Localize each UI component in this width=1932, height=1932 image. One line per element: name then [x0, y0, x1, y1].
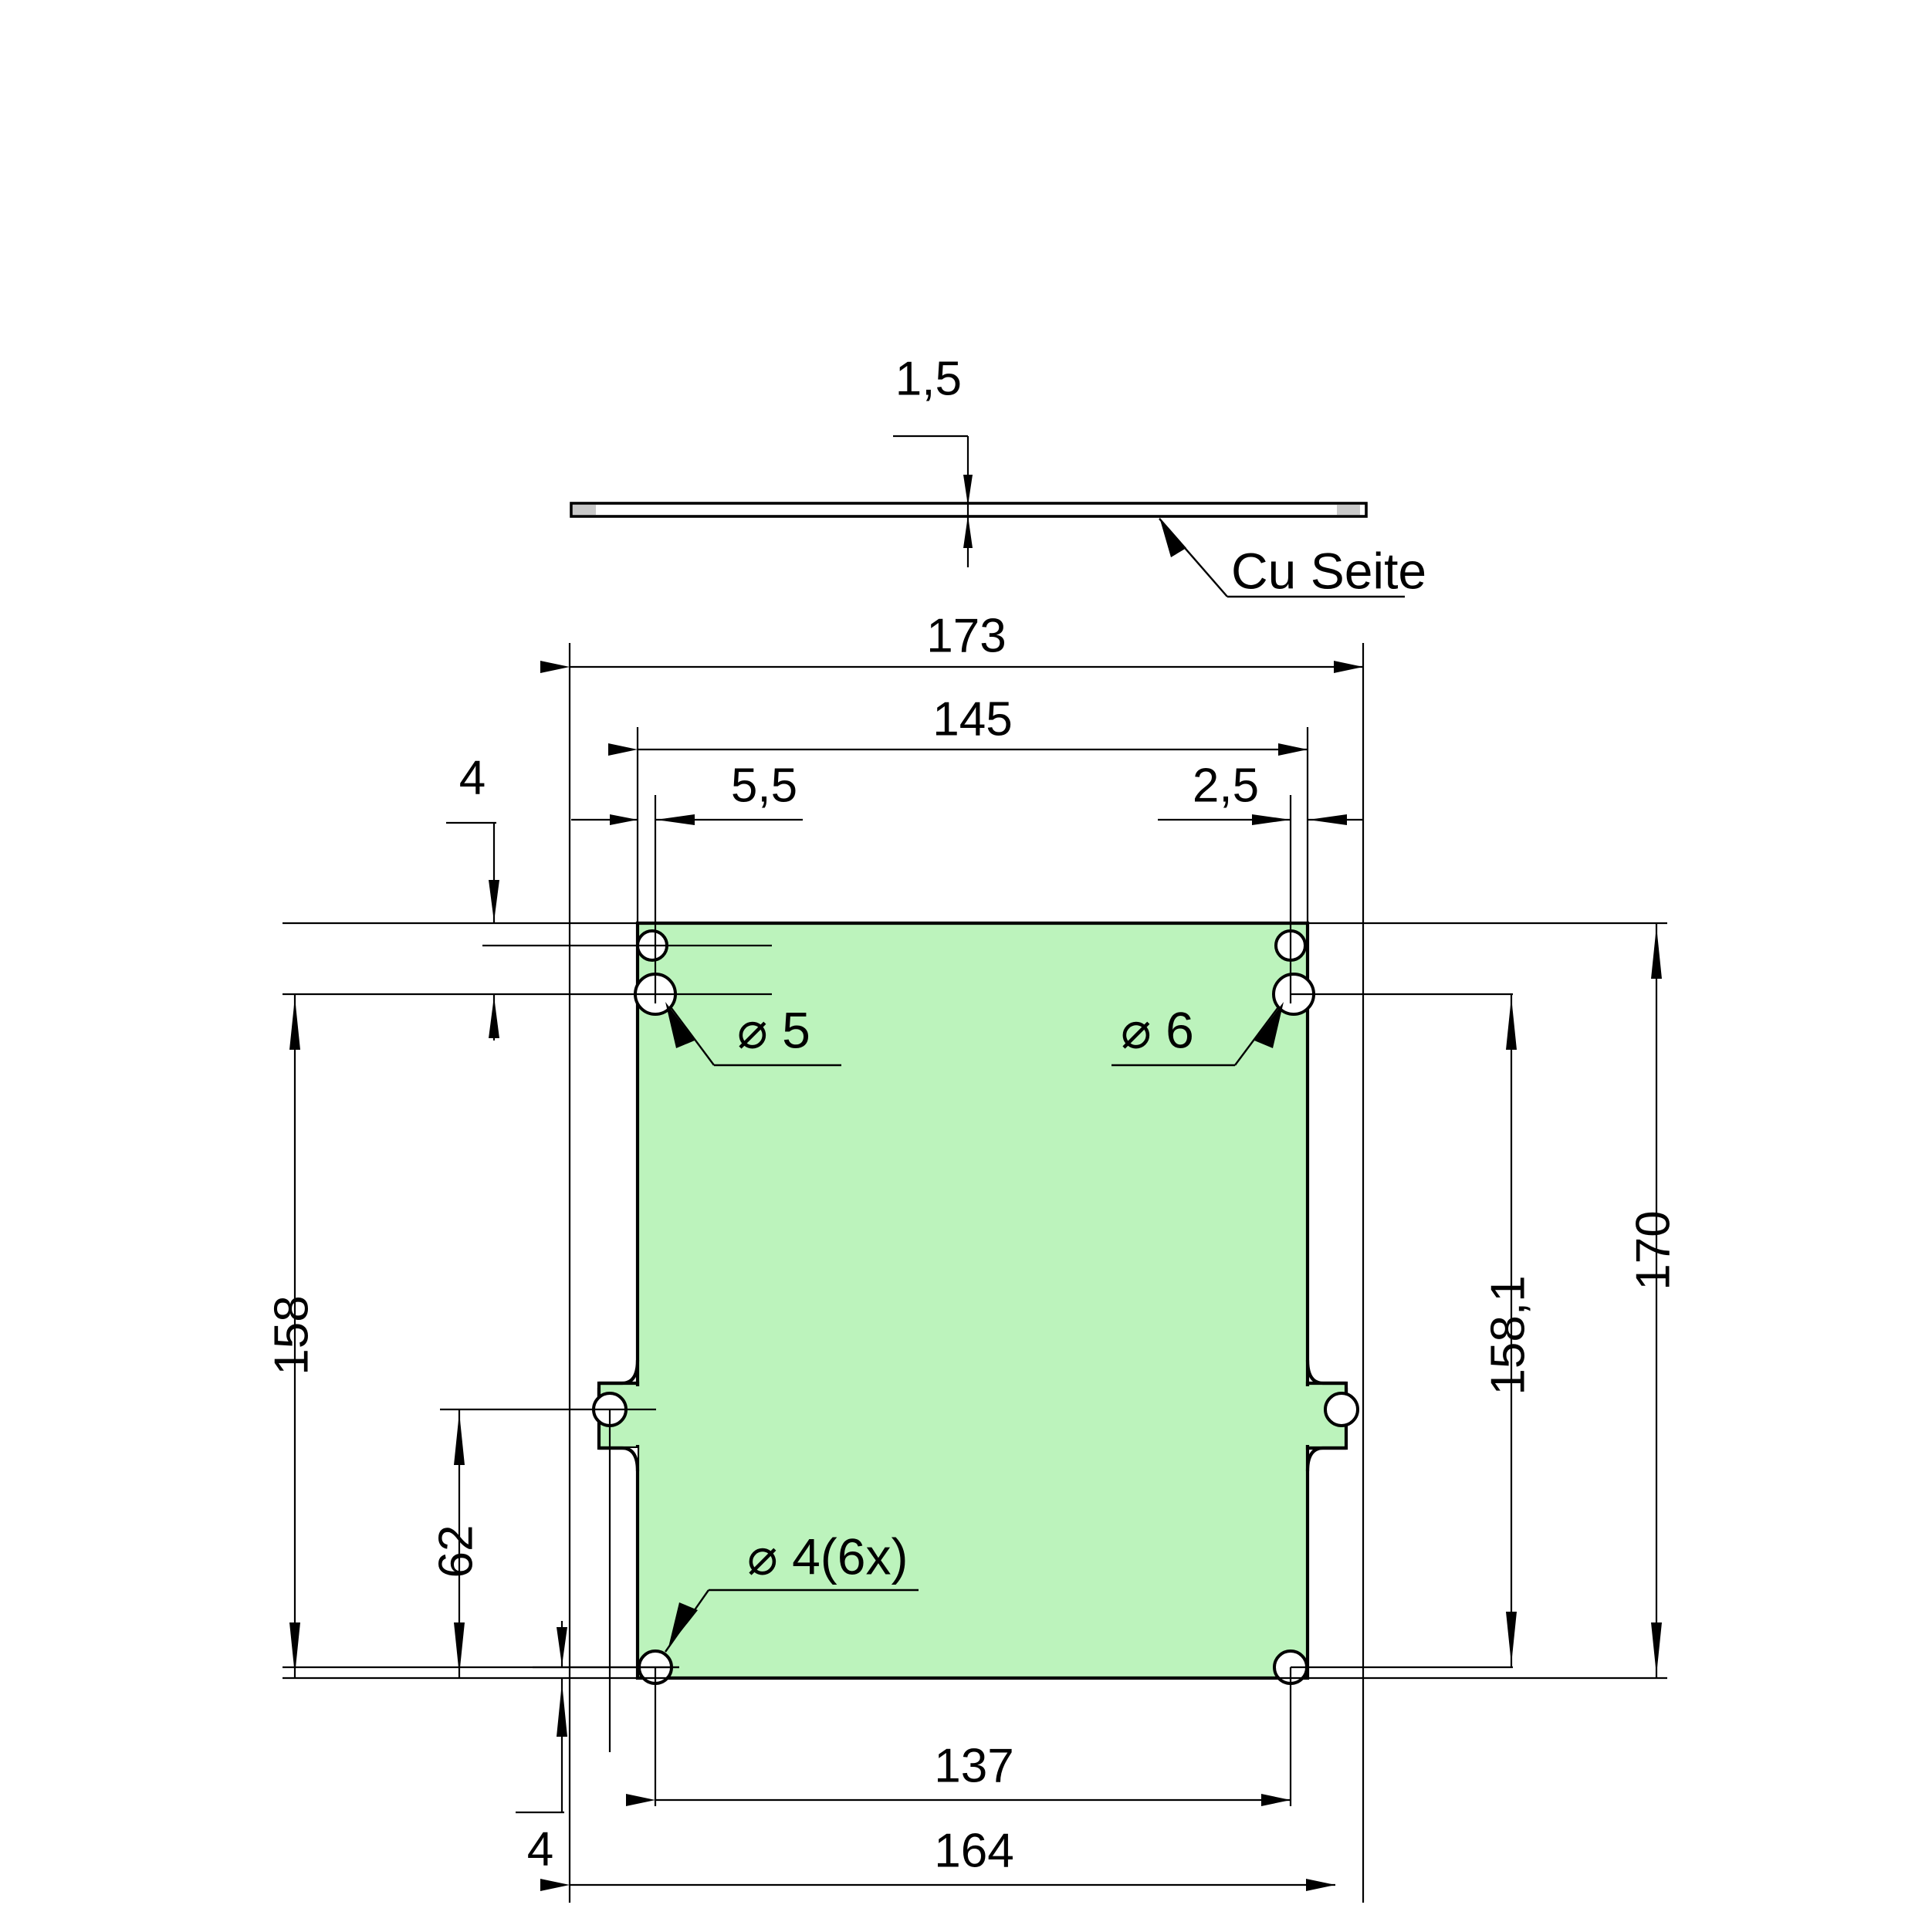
- dim-62: 62: [429, 1409, 482, 1678]
- cu-seite-arrowhead: [1159, 517, 1186, 557]
- dim-158-1-arrow-bottom: [1506, 1612, 1517, 1664]
- dim-4-bottom-label: 4: [527, 1822, 553, 1876]
- pcb-outline: [597, 921, 1348, 1680]
- dim-2-5-arrow-right: [1308, 814, 1347, 825]
- phi5-label: ⌀ 5: [737, 1001, 810, 1058]
- dim-2-5-label: 2,5: [1193, 759, 1259, 812]
- dim-2-5-arrow-left: [1252, 814, 1291, 825]
- dim-170-label: 170: [1626, 1210, 1680, 1290]
- thickness-dim-label: 1,5: [895, 352, 962, 405]
- dim-4-top-arrow-up: [489, 996, 499, 1038]
- left-fillet-lower: [599, 1446, 640, 1472]
- callout-phi6: ⌀ 6: [1111, 1001, 1284, 1067]
- dim-145: 145: [608, 692, 1308, 756]
- dim-2-5: 2,5: [1158, 759, 1363, 825]
- dim-5-5-label: 5,5: [731, 759, 797, 812]
- dim-5-5-arrow-right: [656, 814, 695, 825]
- dim-5-5-arrow-left: [610, 814, 638, 825]
- dim-145-label: 145: [932, 692, 1012, 746]
- dim-158: 158: [265, 994, 318, 1678]
- dim-4-top: 4: [446, 751, 499, 1040]
- hole-right-tab: [1324, 1392, 1359, 1427]
- dim-158-1-arrow-top: [1506, 997, 1517, 1050]
- thickness-arrow-up: [963, 516, 973, 548]
- left-fillet-upper: [599, 1359, 640, 1386]
- side-view-copper-right: [1337, 505, 1360, 515]
- dim-158-1: 158,1: [1481, 994, 1534, 1667]
- dim-4-bottom-arrow-down: [557, 1627, 567, 1666]
- dim-170-arrow-bottom: [1651, 1622, 1662, 1675]
- extension-lines: [283, 643, 1667, 1903]
- left-fillet-fill: [599, 1448, 638, 1471]
- dim-158-1-label: 158,1: [1481, 1275, 1534, 1395]
- cu-seite-label: Cu Seite: [1231, 542, 1426, 599]
- dim-4-bottom: 4: [516, 1621, 567, 1876]
- right-fillet-lower: [1305, 1446, 1346, 1472]
- dim-170-arrow-top: [1651, 926, 1662, 979]
- dim-137: 137: [626, 1739, 1291, 1806]
- dim-62-arrow-bottom: [454, 1622, 465, 1675]
- dim-173-label: 173: [926, 609, 1006, 662]
- dim-158-arrow-bottom: [289, 1622, 300, 1675]
- thickness-arrow-down: [963, 475, 973, 506]
- dim-158-label: 158: [265, 1295, 318, 1375]
- dim-5-5: 5,5: [571, 759, 803, 825]
- phi4-label: ⌀ 4(6x): [747, 1528, 908, 1585]
- callout-phi4: ⌀ 4(6x): [665, 1528, 919, 1653]
- dim-164-label: 164: [934, 1824, 1013, 1877]
- dim-62-arrow-top: [454, 1413, 465, 1465]
- dim-170: 170: [1626, 923, 1680, 1678]
- phi5-leader-diagonal: [670, 1007, 715, 1066]
- dim-164: 164: [540, 1824, 1335, 1891]
- side-view-copper-left: [573, 505, 596, 515]
- dim-62-label: 62: [429, 1525, 482, 1578]
- phi6-label: ⌀ 6: [1121, 1001, 1194, 1058]
- side-view-group: 1,5 Cu Seite: [570, 352, 1426, 599]
- dim-158-arrow-top: [289, 997, 300, 1050]
- dim-4-top-label: 4: [459, 751, 486, 804]
- phi4-arrowhead: [668, 1602, 698, 1647]
- callout-phi5: ⌀ 5: [665, 1001, 841, 1067]
- dim-4-top-arrow-down: [489, 880, 499, 922]
- dim-173: 173: [540, 609, 1363, 673]
- right-fillet-upper: [1305, 1359, 1346, 1386]
- phi6-arrowhead: [1254, 1002, 1284, 1048]
- phi5-arrowhead: [665, 1002, 695, 1048]
- dim-4-bottom-arrow-up: [557, 1683, 567, 1737]
- board-group: [597, 921, 1348, 1680]
- dim-137-label: 137: [934, 1739, 1013, 1792]
- phi6-leader-diagonal: [1234, 1007, 1279, 1066]
